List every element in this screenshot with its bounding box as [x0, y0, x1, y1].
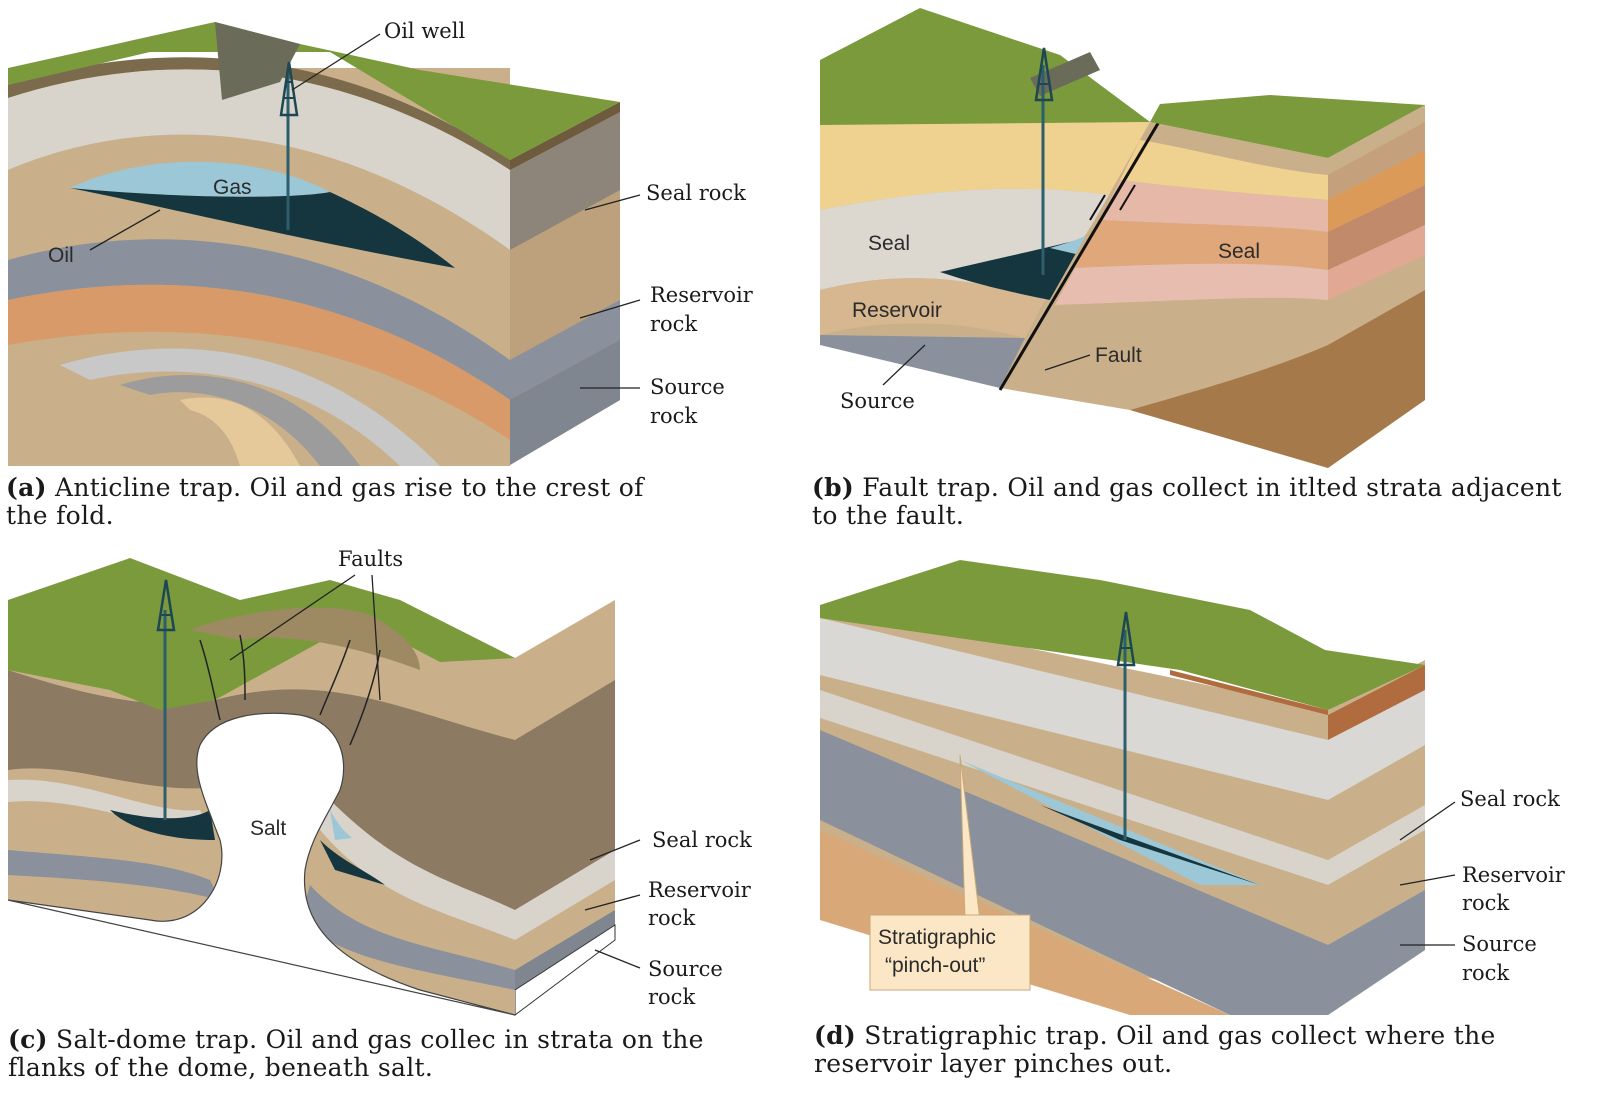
- label-source: Source: [650, 375, 725, 399]
- label-reservoir: Reservoir: [1462, 863, 1566, 887]
- anticline-diagram: Oil well Gas Oil Seal rock Reservoir roc…: [0, 0, 780, 480]
- label-seal-right: Seal: [1218, 240, 1260, 263]
- label-source-rock: rock: [650, 404, 697, 428]
- label-fault: Fault: [1095, 344, 1142, 367]
- caption-c: (c) Salt-dome trap. Oil and gas collec i…: [8, 1026, 728, 1082]
- caption-d: (d) Stratigraphic trap. Oil and gas coll…: [814, 1022, 1514, 1078]
- label-reservoir-rock: rock: [650, 312, 697, 336]
- label-reservoir-rock: rock: [648, 906, 695, 930]
- label-gas: Gas: [213, 176, 252, 199]
- label-source-rock: rock: [1462, 961, 1509, 985]
- label-source-rock: rock: [648, 985, 695, 1009]
- caption-letter: (d): [814, 1021, 856, 1050]
- label-reservoir: Reservoir: [648, 878, 752, 902]
- label-reservoir: Reservoir: [852, 299, 942, 322]
- label-seal-rock: Seal rock: [652, 828, 752, 852]
- label-source: Source: [1462, 932, 1537, 956]
- callout-text-2: “pinch-out”: [885, 954, 985, 977]
- caption-text: Salt-dome trap. Oil and gas collec in st…: [8, 1025, 704, 1082]
- caption-text: Stratigraphic trap. Oil and gas collect …: [814, 1021, 1496, 1078]
- caption-letter: (c): [8, 1025, 48, 1054]
- fault-diagram: Seal Seal Reservoir Fault Source: [800, 0, 1600, 480]
- salt-dome-diagram: Faults Salt Seal rock Reservoir rock Sou…: [0, 540, 780, 1030]
- panel-stratigraphic-trap: Stratigraphic “pinch-out” Seal rock Rese…: [800, 540, 1600, 1109]
- grass-surface: [820, 8, 1150, 125]
- caption-text: Fault trap. Oil and gas collect in itlte…: [812, 473, 1562, 530]
- caption-letter: (a): [6, 473, 47, 502]
- label-reservoir-rock: rock: [1462, 891, 1509, 915]
- label-seal-rock: Seal rock: [646, 181, 746, 205]
- source-layer-left: [820, 335, 1025, 388]
- label-source: Source: [840, 389, 915, 413]
- caption-letter: (b): [812, 473, 854, 502]
- callout-text-1: Stratigraphic: [878, 926, 996, 949]
- caption-a: (a) Anticline trap. Oil and gas rise to …: [6, 474, 666, 530]
- label-oil: Oil: [48, 244, 74, 267]
- caption-b: (b) Fault trap. Oil and gas collect in i…: [812, 474, 1572, 530]
- label-seal-left: Seal: [868, 232, 910, 255]
- label-reservoir: Reservoir: [650, 283, 754, 307]
- caption-text: Anticline trap. Oil and gas rise to the …: [6, 473, 644, 530]
- label-seal-rock: Seal rock: [1460, 787, 1560, 811]
- panel-salt-dome-trap: Faults Salt Seal rock Reservoir rock Sou…: [0, 540, 780, 1109]
- panel-fault-trap: Seal Seal Reservoir Fault Source (b) Fau…: [800, 0, 1600, 540]
- label-oil-well: Oil well: [384, 19, 465, 43]
- label-faults: Faults: [338, 547, 403, 571]
- label-salt: Salt: [250, 817, 286, 840]
- stratigraphic-diagram: Stratigraphic “pinch-out” Seal rock Rese…: [800, 540, 1600, 1030]
- panel-anticline-trap: Oil well Gas Oil Seal rock Reservoir roc…: [0, 0, 780, 540]
- label-source: Source: [648, 957, 723, 981]
